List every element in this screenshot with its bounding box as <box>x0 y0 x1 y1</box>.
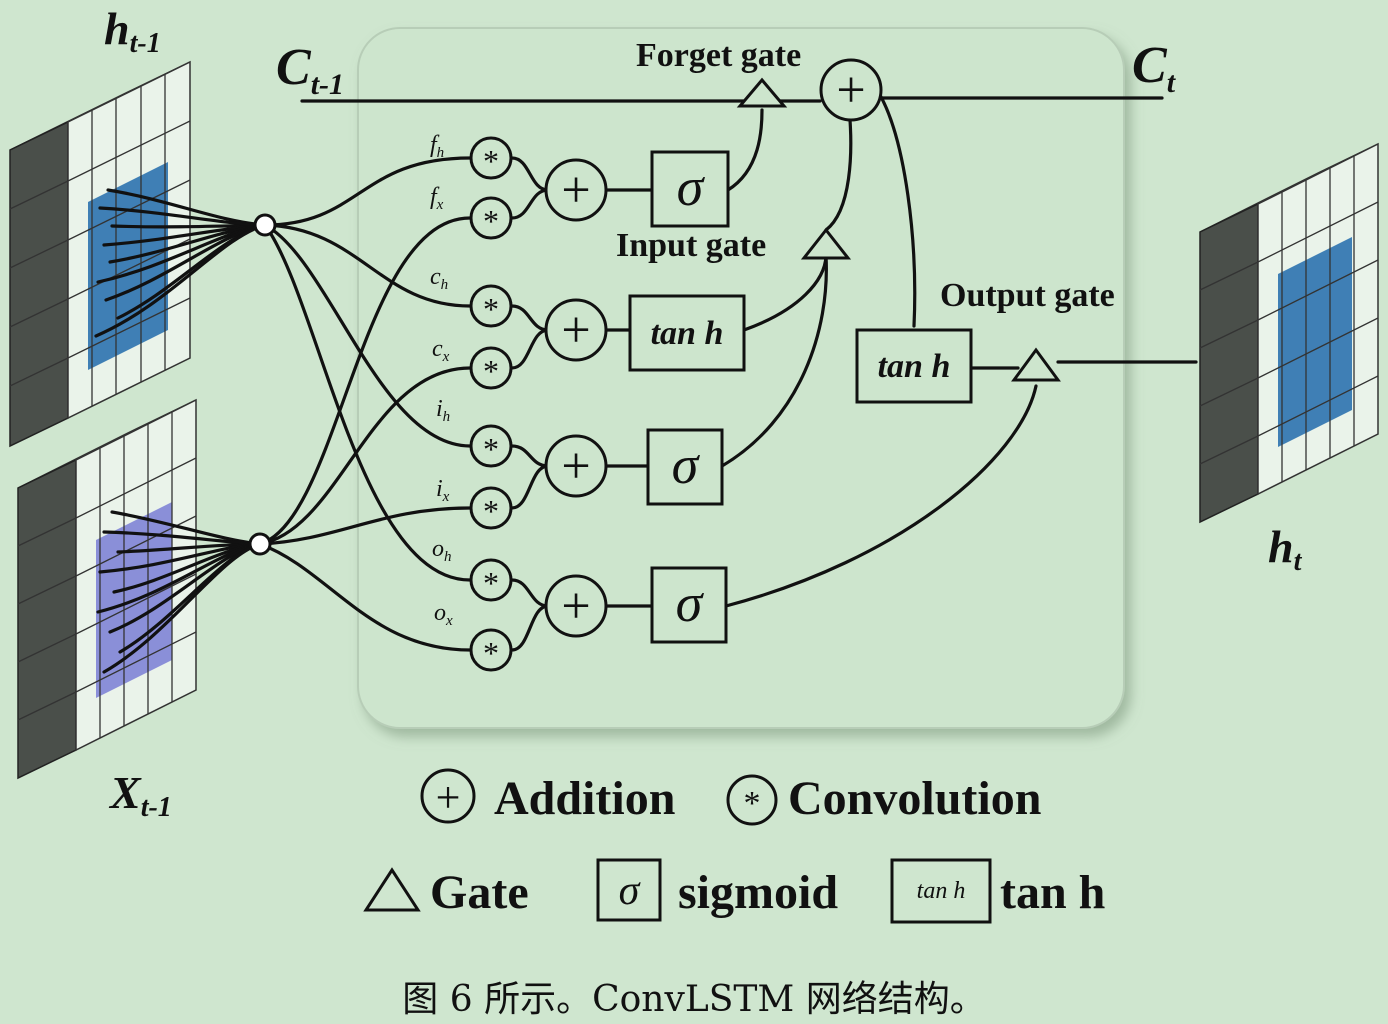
branch-label-ox: ox <box>434 600 453 629</box>
tanh-box-output <box>855 328 973 404</box>
x-prev-label: Xt-1 <box>108 767 172 823</box>
tanh-label-output: tan h <box>878 348 951 385</box>
conv-operator-ox <box>469 628 513 672</box>
conv-symbol-fh: * <box>483 143 499 179</box>
h-input-junction <box>253 213 277 237</box>
legend-tanh-icon <box>890 858 992 924</box>
sigmoid-box-input <box>646 428 724 506</box>
conv-symbol-ix: * <box>483 493 499 529</box>
forget-gate-label: Forget gate <box>636 37 801 74</box>
add-operator-cell <box>544 298 608 362</box>
branch-label-fh: fh <box>430 132 444 161</box>
conv-operator-cx <box>469 346 513 390</box>
add-operator-output <box>544 574 608 638</box>
add-symbol-cell: + <box>561 302 590 359</box>
branch-label-oh: oh <box>432 536 452 565</box>
tanh-label-cell: tan h <box>651 315 724 352</box>
add-symbol-cell-state: + <box>836 62 865 119</box>
x-prev-tensor <box>17 398 197 780</box>
sigmoid-box-forget <box>650 150 730 228</box>
conv-operator-ch <box>469 284 513 328</box>
conv-operator-ih <box>469 424 513 468</box>
legend-sigmoid-icon <box>596 858 662 922</box>
input-gate-triangle <box>800 227 852 260</box>
conv-operator-ix <box>469 486 513 530</box>
branch-label-ix: ix <box>436 476 450 505</box>
sigmoid-box-output <box>650 566 728 644</box>
legend-gate-label: Gate <box>430 866 529 919</box>
h-prev-tensor <box>9 60 191 448</box>
add-operator-cell-state <box>819 58 883 122</box>
add-operator-forget <box>544 158 608 222</box>
branch-label-fx: fx <box>430 184 444 213</box>
branch-label-ch: ch <box>430 264 448 293</box>
forget-gate-triangle <box>736 77 788 108</box>
legend-convolution-symbol: * <box>744 785 761 822</box>
output-gate-triangle <box>1011 347 1061 382</box>
convlstm-diagram: * * * * * * * * fh fx ch cx ih ix oh ox … <box>9 3 1379 924</box>
add-symbol-input: + <box>561 438 590 495</box>
sigmoid-symbol-output: σ <box>676 573 705 633</box>
conv-operator-fx <box>469 196 513 240</box>
add-symbol-output: + <box>561 578 590 635</box>
conv-symbol-ih: * <box>483 431 499 467</box>
h-prev-label: ht-1 <box>104 3 161 59</box>
legend-convolution-icon <box>726 774 778 826</box>
h-t-label: ht <box>1268 521 1303 577</box>
legend-gate-icon <box>363 867 421 912</box>
conv-operator-fh <box>469 136 513 180</box>
branch-label-cx: cx <box>432 336 450 365</box>
cell-state-prev-label: Ct-1 <box>276 39 344 101</box>
legend-tanh-box-label: tan h <box>917 878 966 904</box>
cell-state-next-label: Ct <box>1132 37 1177 99</box>
conv-symbol-cx: * <box>483 353 499 389</box>
figure-caption: 图 6 所示。ConvLSTM 网络结构。 <box>402 979 986 1020</box>
legend-addition-icon <box>420 768 476 824</box>
conv-symbol-ox: * <box>483 635 499 671</box>
conv-operator-oh <box>469 558 513 602</box>
h-t-tensor <box>1199 142 1379 524</box>
add-symbol-forget: + <box>561 162 590 219</box>
legend-sigmoid-symbol: σ <box>619 868 642 914</box>
sigmoid-symbol-forget: σ <box>677 157 706 217</box>
legend: + Addition * Convolution Gate σ sigmoid … <box>363 768 1105 924</box>
x-input-junction <box>248 532 272 556</box>
sigmoid-symbol-input: σ <box>672 435 701 495</box>
legend-addition-symbol: + <box>436 773 461 822</box>
connection-wires <box>94 93 1198 674</box>
input-gate-label: Input gate <box>616 227 766 264</box>
legend-tanh-label: tan h <box>1000 866 1105 919</box>
branch-label-ih: ih <box>436 396 450 425</box>
add-operator-input <box>544 434 608 498</box>
legend-convolution-label: Convolution <box>788 772 1041 825</box>
tanh-box-cell <box>628 294 746 372</box>
output-gate-label: Output gate <box>940 277 1115 314</box>
legend-addition-label: Addition <box>494 772 675 825</box>
conv-symbol-fx: * <box>483 203 499 239</box>
conv-symbol-oh: * <box>483 565 499 601</box>
conv-symbol-ch: * <box>483 291 499 327</box>
legend-sigmoid-label: sigmoid <box>678 866 838 919</box>
